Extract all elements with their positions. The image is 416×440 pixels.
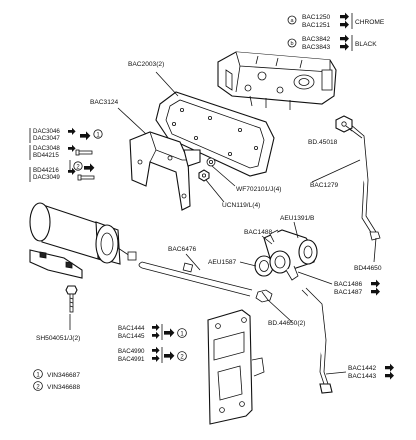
legend-marker-2-text: 2 xyxy=(36,384,40,390)
bolt-head-icon xyxy=(75,149,80,156)
bolt-head-icon xyxy=(77,174,82,181)
marker-2-text: 2 xyxy=(180,354,184,360)
label-bac6476: BAC6476 xyxy=(168,246,197,253)
chrome-black-label-block: a BAC1250 BAC1251 CHROME b BAC3842 BAC38… xyxy=(287,12,385,51)
label-wf702101: WF702101/J(4) xyxy=(236,186,281,193)
label-dac3047: DAC3047 xyxy=(33,135,60,142)
arrow-right-icon xyxy=(371,279,380,288)
legend-marker-1 xyxy=(33,369,43,379)
lock-barrel-assembly xyxy=(254,229,318,281)
circle-marker-1 xyxy=(177,328,187,338)
label-aeu1587: AEU1587 xyxy=(208,259,237,266)
legend-marker-2 xyxy=(33,381,43,391)
label-bac1279: BAC1279 xyxy=(310,182,339,189)
legend-item-1: VIN346687 xyxy=(47,372,80,379)
label-bd44215: BD44215 xyxy=(33,152,59,159)
arrow-right-icon xyxy=(80,131,91,141)
label-bac1488: BAC1488 xyxy=(244,229,273,236)
circle-marker-b xyxy=(287,38,297,48)
screw-sh504051 xyxy=(65,285,78,313)
latch-plate xyxy=(207,309,265,425)
label-bac1487: BAC1487 xyxy=(334,289,363,296)
marker-a-text: a xyxy=(290,18,294,24)
circle-marker-1 xyxy=(93,129,103,139)
label-dac3048: DAC3048 xyxy=(33,145,60,152)
legend-item-2: VIN346688 xyxy=(47,384,80,391)
label-bac1442: BAC1442 xyxy=(348,365,377,372)
label-bac2003: BAC2003(2) xyxy=(128,61,164,68)
label-bac1444: BAC1444 xyxy=(118,325,145,332)
rod-bac1279 xyxy=(335,115,381,241)
arrow-right-icon xyxy=(385,363,394,372)
dac-label-block: DAC3046 DAC3047 1 DAC3048 BD44215 2 BD44… xyxy=(29,127,103,182)
leader-lines xyxy=(69,71,377,375)
label-ucn119: UCN119/L(4) xyxy=(222,202,260,209)
label-bac1486: BAC1486 xyxy=(334,281,363,288)
bac1486-block: BAC1486 BAC1487 xyxy=(334,279,380,296)
label-bac3842: BAC3842 xyxy=(302,36,331,43)
arrow-right-icon xyxy=(340,20,349,29)
arrow-right-icon xyxy=(152,346,160,354)
arrow-right-icon xyxy=(68,167,76,176)
arrow-right-icon xyxy=(84,163,95,173)
arrow-right-icon xyxy=(152,323,160,331)
nut-washer-group xyxy=(198,157,216,182)
arrow-right-icon xyxy=(152,354,160,362)
arrow-right-icon xyxy=(371,287,380,296)
coil-canister xyxy=(29,202,137,279)
label-bac3124: BAC3124 xyxy=(90,99,119,106)
label-bd45018: BD.45018 xyxy=(308,139,338,146)
arrow-right-icon xyxy=(340,34,349,43)
circle-marker-a xyxy=(287,15,297,25)
arrow-right-icon xyxy=(152,331,160,339)
label-bd44650x2: BD.44650(2) xyxy=(268,320,305,327)
label-bac1251: BAC1251 xyxy=(302,22,331,29)
arrow-right-icon xyxy=(164,328,175,338)
clip-bd44650 xyxy=(255,289,273,303)
housing-assembly xyxy=(217,51,337,110)
arrow-right-icon xyxy=(385,371,394,380)
label-bac4990: BAC4990 xyxy=(118,348,145,355)
label-black: BLACK xyxy=(355,41,377,48)
bac1444-block: BAC1444 BAC1445 1 BAC4990 BAC4991 2 xyxy=(118,323,187,363)
label-bac4991: BAC4991 xyxy=(118,356,145,363)
arrow-right-icon xyxy=(68,127,76,136)
label-bd44650: BD44650 xyxy=(354,265,382,272)
circle-marker-2 xyxy=(73,161,83,171)
bac1442-block: BAC1442 BAC1443 xyxy=(348,363,394,380)
marker-2-text: 2 xyxy=(76,164,80,170)
label-dac3049: DAC3049 xyxy=(33,174,60,181)
gasket-frame xyxy=(155,91,275,177)
label-bd44216: BD44216 xyxy=(33,167,59,174)
bracket-bac3124 xyxy=(129,131,201,211)
arrow-right-icon xyxy=(340,12,349,21)
bolt-icon xyxy=(79,175,95,180)
rod-bac6476 xyxy=(138,261,253,297)
part-labels: BAC2003(2) BAC3124 BD.45018 WF702101/J(4… xyxy=(36,61,382,342)
marker-1-text: 1 xyxy=(180,331,184,337)
label-bac1250: BAC1250 xyxy=(302,14,331,21)
bolt-icon xyxy=(77,150,93,155)
arrow-right-icon xyxy=(68,144,76,153)
arrow-right-icon xyxy=(340,42,349,51)
marker-b-text: b xyxy=(290,41,293,47)
legend-marker-1-text: 1 xyxy=(36,372,40,378)
label-bac1445: BAC1445 xyxy=(118,333,145,340)
label-chrome: CHROME xyxy=(355,19,385,26)
label-dac3046: DAC3046 xyxy=(33,128,60,135)
label-bac1443: BAC1443 xyxy=(348,373,377,380)
vin-legend: 1 VIN346687 2 VIN346688 xyxy=(33,369,80,391)
arrow-right-icon xyxy=(164,351,175,361)
label-aeu1391: AEU1391/B xyxy=(280,215,315,222)
label-sh504051: SH504051/J(2) xyxy=(36,335,80,342)
rod-bac1442 xyxy=(301,287,333,394)
label-bac3843: BAC3843 xyxy=(302,44,331,51)
marker-1-text: 1 xyxy=(96,132,100,138)
circle-marker-2 xyxy=(177,351,187,361)
